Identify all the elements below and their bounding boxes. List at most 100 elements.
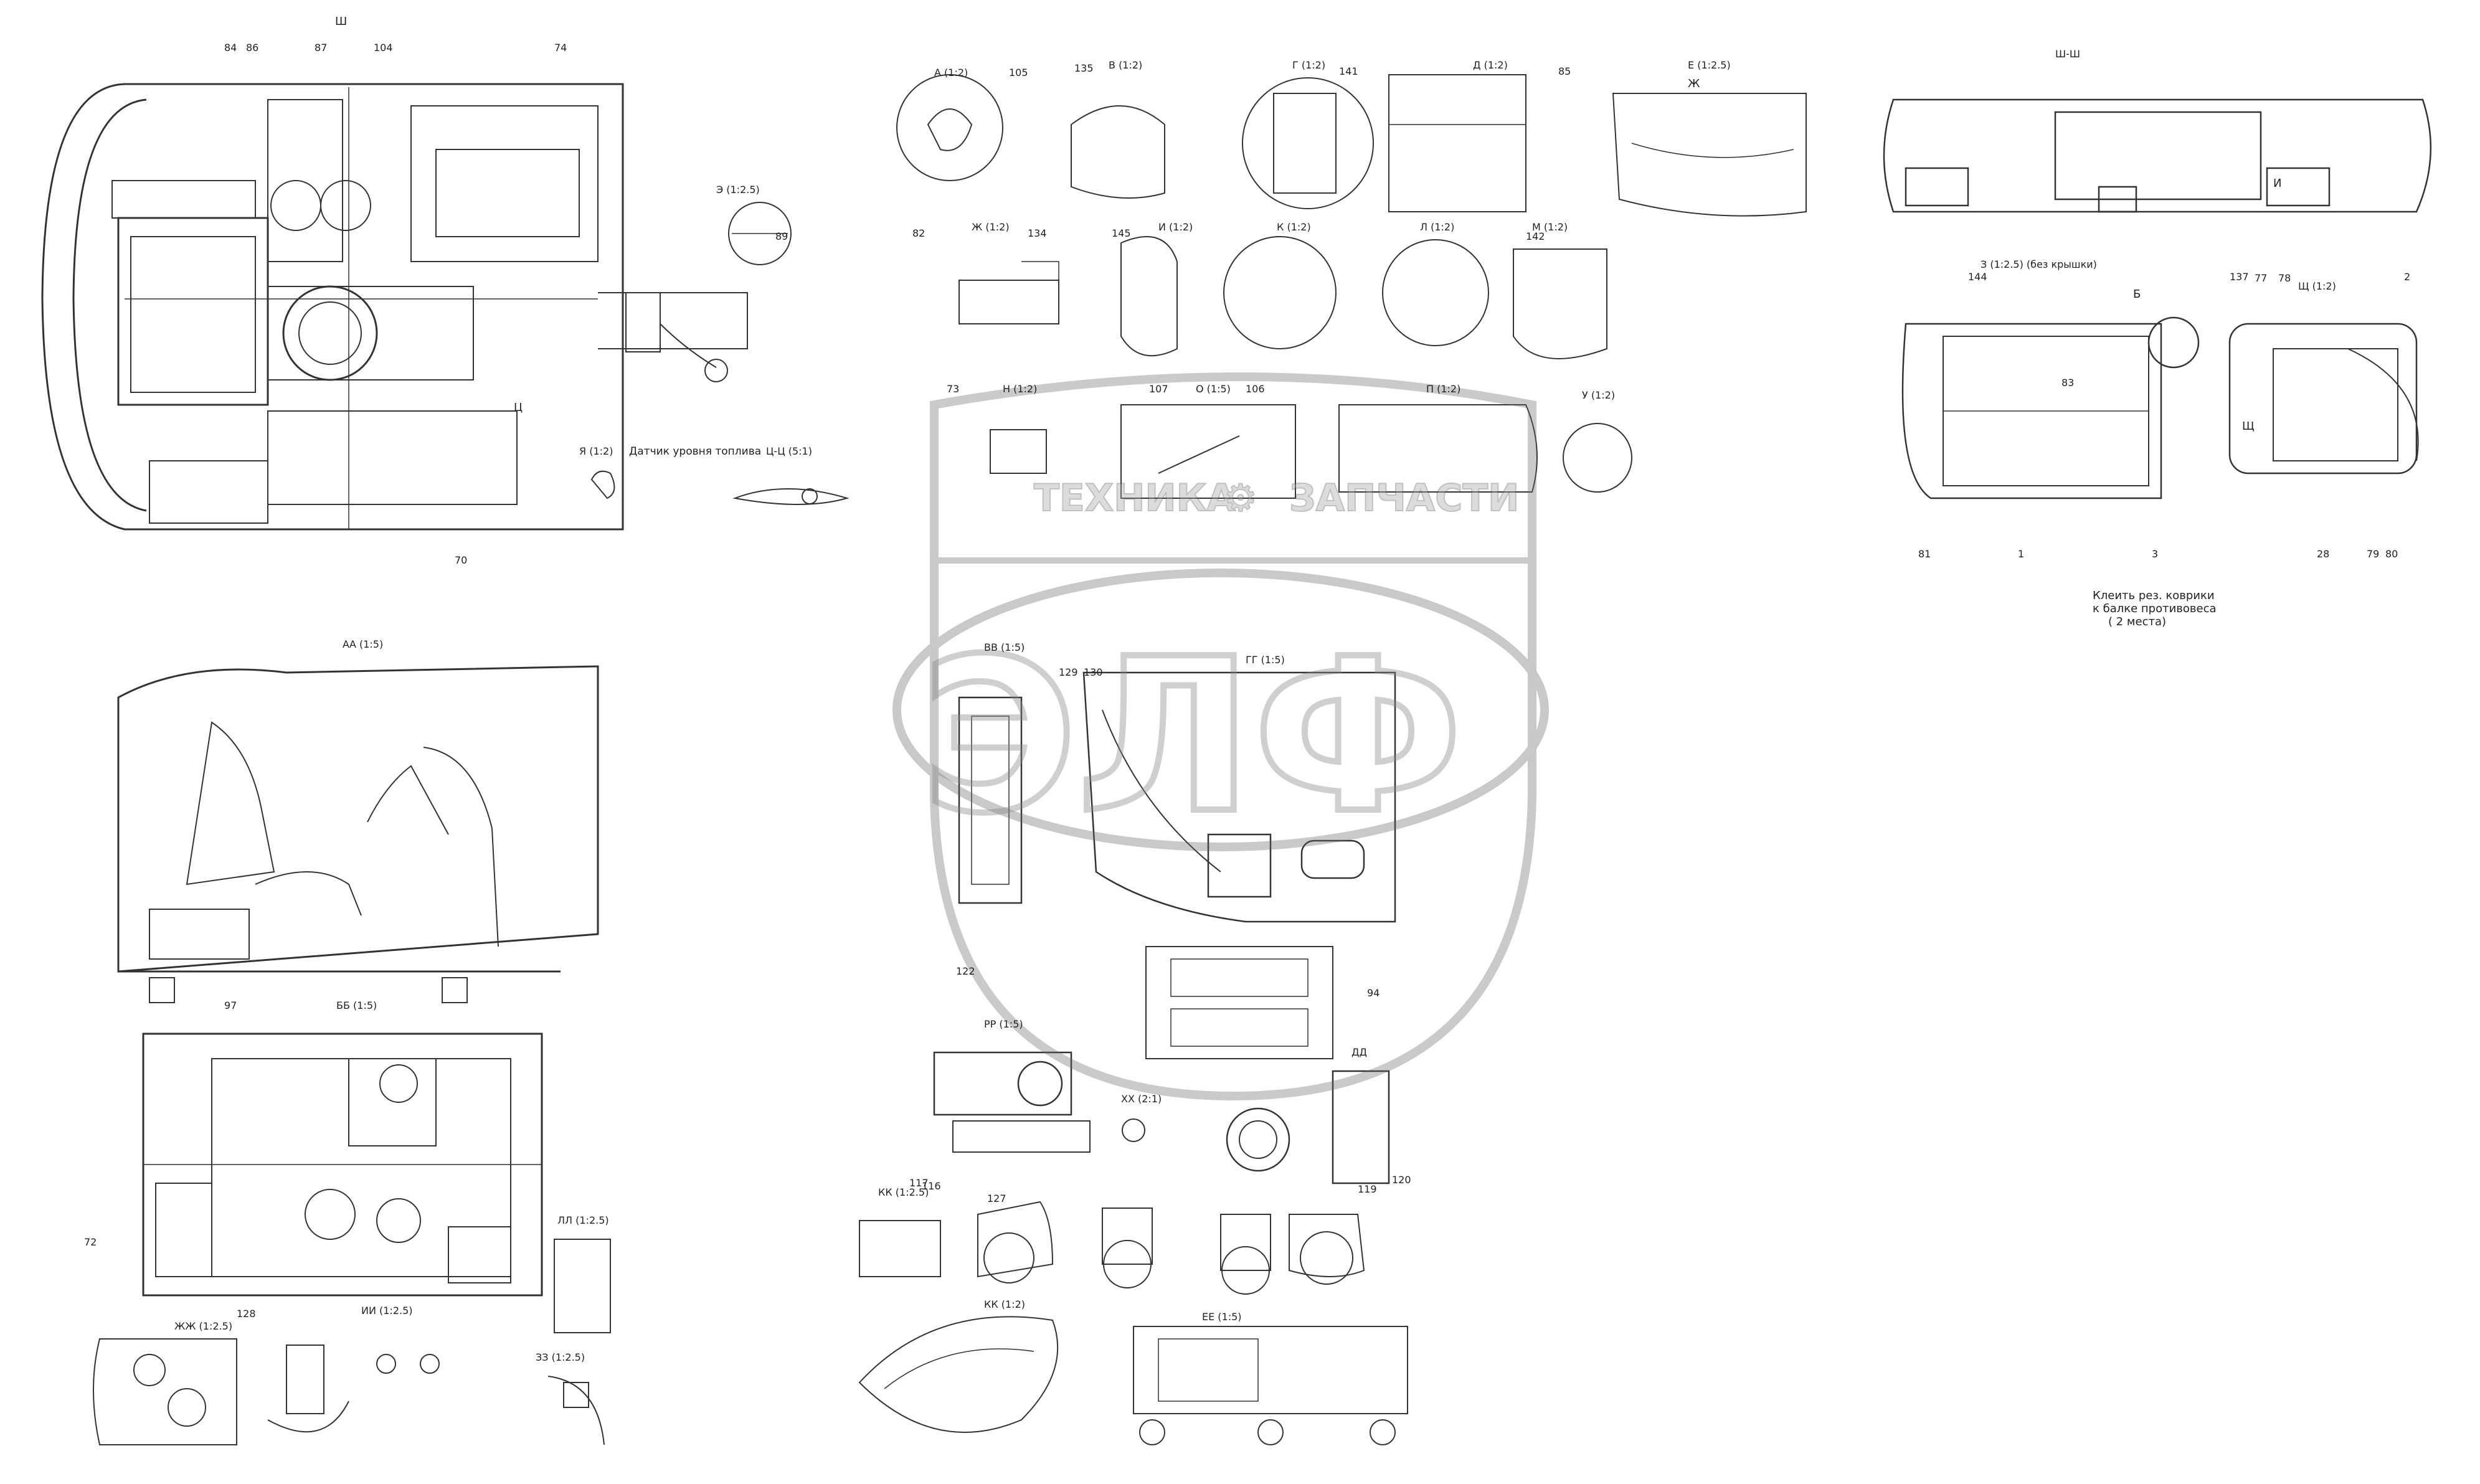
marker-zh: Ж: [1688, 77, 1700, 90]
callout: 130: [1084, 666, 1103, 678]
gear-icon: ⚙: [1224, 476, 1257, 520]
callout: 89: [775, 230, 788, 242]
callout: 70: [455, 554, 467, 566]
label-sec-d: Д (1:2): [1473, 59, 1508, 71]
label-sec-bb: ББ (1:5): [336, 1000, 377, 1011]
details-bottom-center: [858, 1201, 1408, 1445]
label-sec-gg: ГГ (1:5): [1246, 654, 1285, 666]
label-sec-zz: ЗЗ (1:2.5): [536, 1351, 585, 1363]
label-sec-b: В (1:2): [1109, 59, 1142, 71]
callout: 82: [912, 227, 925, 239]
label-sec-ii: ИИ (1:2.5): [361, 1305, 413, 1316]
label-sec-zhzh: ЖЖ (1:2.5): [174, 1320, 232, 1332]
view-aa-cab: [117, 665, 599, 1003]
label-sec-kk2: КК (1:2): [984, 1298, 1025, 1310]
callout: 142: [1526, 230, 1545, 242]
callout: 28: [2317, 548, 2329, 560]
callout: 80: [2385, 548, 2398, 560]
callout: 119: [1358, 1183, 1377, 1195]
callout: 116: [922, 1180, 941, 1192]
label-sec-p: П (1:2): [1426, 383, 1460, 395]
callout: 3: [2152, 548, 2158, 560]
watermark-text: ТЕХНИКА ⚙ ЗАПЧАСТИ ЭЛФ: [919, 476, 1520, 863]
callout: 84: [224, 42, 237, 54]
callout: 1: [2018, 548, 2024, 560]
callout: 72: [84, 1236, 97, 1248]
watermark-line2: ЗАПЧАСТИ: [1289, 476, 1519, 520]
label-sec-g: Г (1:2): [1292, 59, 1325, 71]
label-sec-o: О (1:5): [1196, 383, 1231, 395]
callout: 87: [315, 42, 327, 54]
callout: 94: [1367, 987, 1380, 999]
callout: 77: [2255, 272, 2267, 284]
label-sec-shsh: Ш-Ш: [2055, 48, 2080, 60]
callout: 122: [956, 965, 975, 977]
callout: 107: [1149, 383, 1168, 395]
view-sh-sh: [1883, 98, 2432, 213]
label-sec-e: Е (1:2.5): [1688, 59, 1731, 71]
section-row-mid: [990, 404, 1632, 499]
callout: 81: [1918, 548, 1931, 560]
callout: 86: [246, 42, 258, 54]
plan-view-main: [41, 83, 748, 531]
callout: 106: [1246, 383, 1265, 395]
callout: 144: [1968, 271, 1987, 283]
label-sec-n: Н (1:2): [1003, 383, 1037, 395]
callout: 135: [1074, 62, 1094, 74]
callout: 73: [947, 383, 959, 395]
callout: 141: [1339, 65, 1358, 77]
note-glue-3: ( 2 места): [2108, 615, 2166, 628]
marker-sh: Ш: [335, 15, 347, 28]
note-glue-1: Клеить рез. коврики: [2093, 589, 2215, 602]
callout: 2: [2404, 271, 2410, 283]
view-bb-plan: [142, 1033, 543, 1297]
label-sec-m: М (1:2): [1532, 221, 1568, 233]
note-fuel: Датчик уровня топлива: [629, 445, 761, 458]
callout: 120: [1392, 1174, 1411, 1186]
callout: 145: [1112, 227, 1131, 239]
label-sec-cc: Ц-Ц (5:1): [766, 445, 812, 457]
watermark-line1: ТЕХНИКА: [1034, 476, 1236, 520]
label-sec-e2: Э (1:2.5): [716, 184, 760, 196]
callout: 83: [2061, 377, 2074, 389]
callout: 74: [554, 42, 567, 54]
watermark-mark: ЭЛФ: [922, 613, 1463, 860]
label-sec-rr: РР (1:5): [984, 1018, 1023, 1030]
note-glue-2: к балке противовеса: [2093, 602, 2217, 615]
details-bottom-left: [93, 1239, 611, 1445]
label-sec-ya: Я (1:2): [579, 445, 613, 457]
detail-ya-cc: [590, 470, 850, 505]
label-sec-dd: ДД: [1351, 1046, 1367, 1058]
label-sec-xx: ХХ (2:1): [1121, 1093, 1162, 1105]
callout: 85: [1558, 65, 1571, 77]
label-sec-a: А (1:2): [934, 67, 968, 78]
marker-b: Б: [2133, 288, 2141, 301]
callout: 127: [987, 1193, 1006, 1204]
callout: 97: [224, 1000, 237, 1011]
marker-i: И: [2273, 177, 2281, 190]
callout: 134: [1028, 227, 1047, 239]
callout: 105: [1009, 67, 1028, 78]
label-sec-vv: ВВ (1:5): [984, 641, 1025, 653]
marker-ts: Ц: [514, 401, 523, 414]
detail-e2: [728, 202, 792, 265]
label-sec-kk: КК (1:2.5): [878, 1186, 929, 1198]
callout: 128: [237, 1308, 256, 1320]
callout: 79: [2367, 548, 2379, 560]
callout: 104: [374, 42, 393, 54]
callout: 117: [909, 1177, 929, 1189]
labels: А (1:2) В (1:2) Г (1:2) Д (1:2) Е (1:2.5…: [84, 15, 2410, 1363]
watermark: [892, 372, 1549, 1101]
callout: 137: [2230, 271, 2249, 283]
callout: 78: [2278, 272, 2291, 284]
view-vv-gg: [933, 671, 1396, 1184]
marker-sch: Щ: [2242, 420, 2255, 433]
label-sec-k: К (1:2): [1277, 221, 1311, 233]
section-row-top: [896, 74, 1807, 359]
label-sec-u: У (1:2): [1582, 389, 1615, 401]
label-sec-z: З (1:2.5) (без крышки): [1981, 258, 2097, 270]
label-sec-ee: ЕЕ (1:5): [1202, 1311, 1242, 1323]
label-sec-ll: ЛЛ (1:2.5): [557, 1214, 609, 1226]
callout: 129: [1059, 666, 1078, 678]
